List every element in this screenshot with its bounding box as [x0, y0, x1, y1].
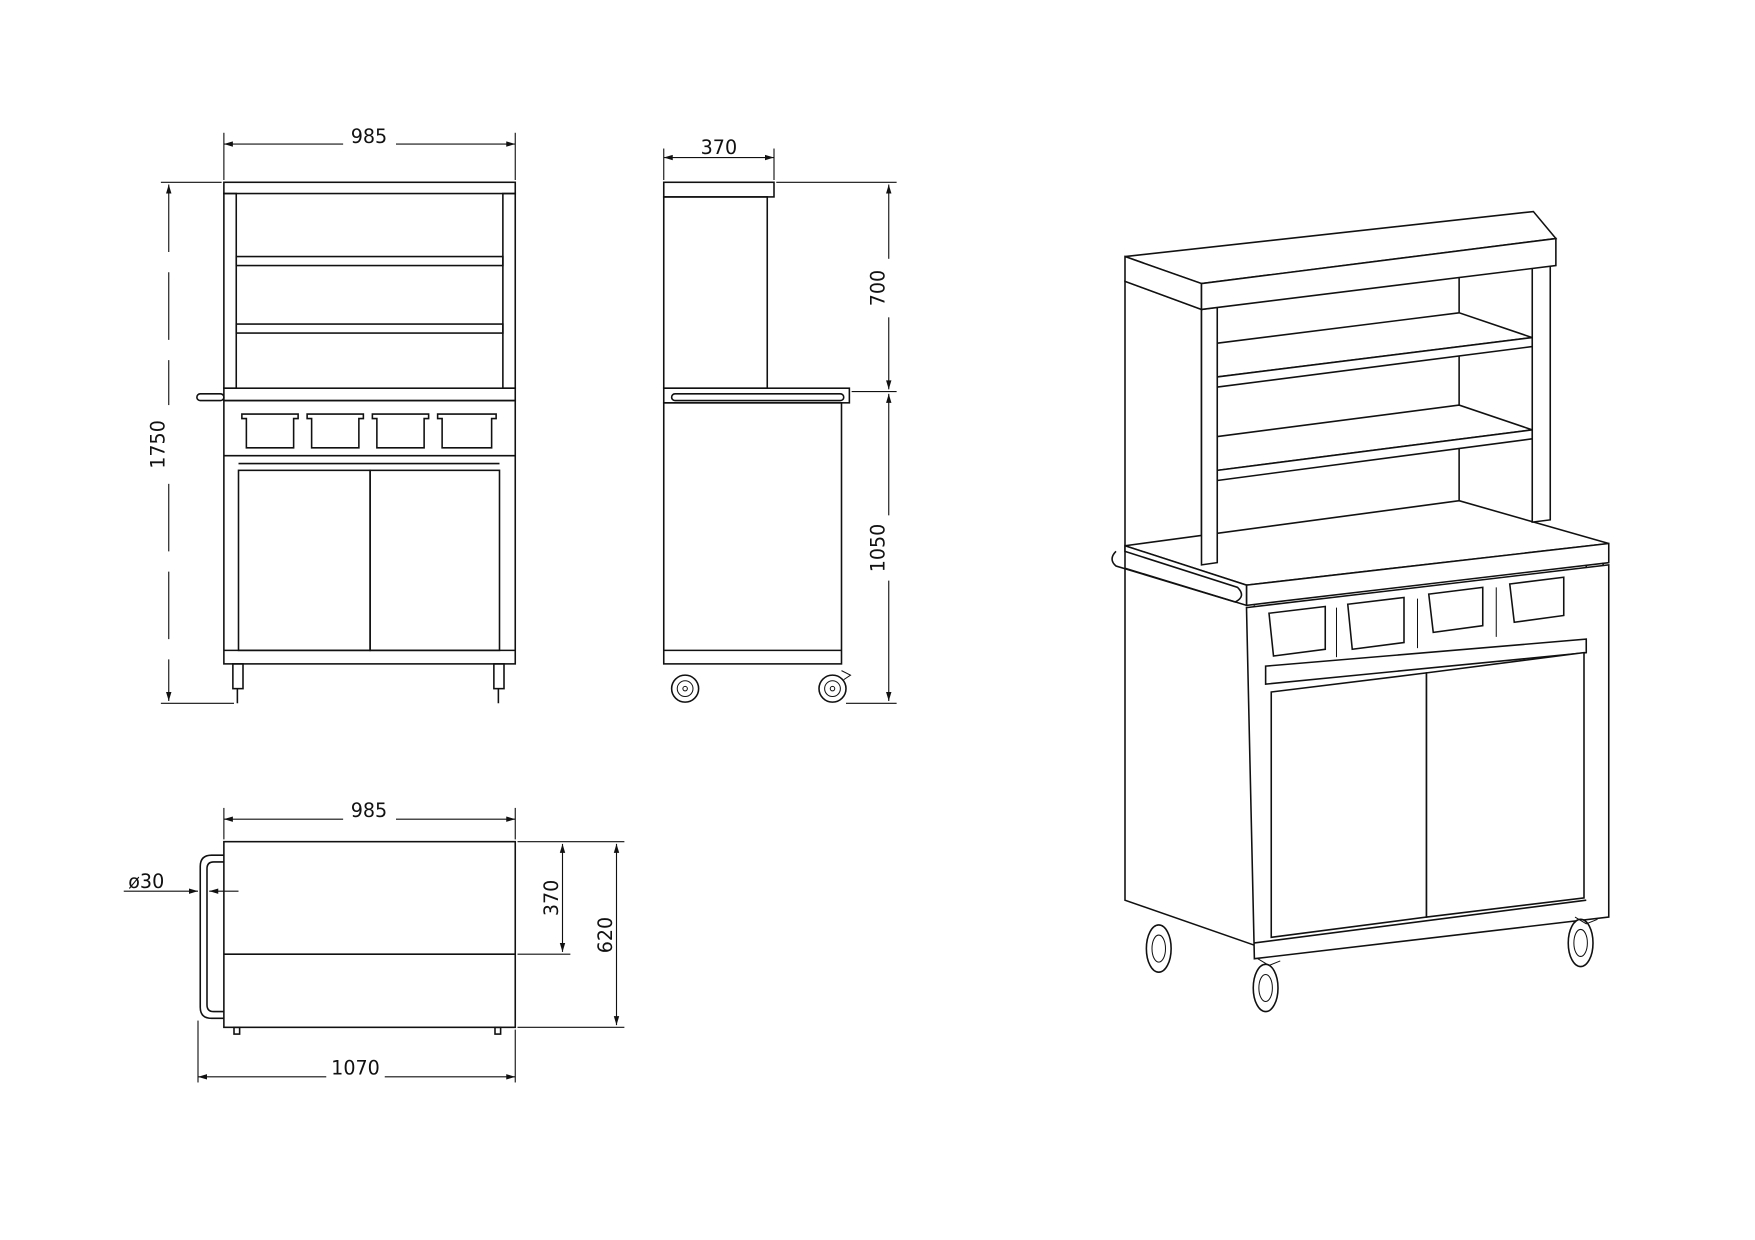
gastronorm-pans — [241, 413, 497, 449]
right-post — [502, 192, 517, 389]
right-door — [369, 469, 501, 652]
total-depth-dimension: 620 — [594, 917, 617, 953]
isometric-view — [1111, 210, 1610, 1013]
overall-width-dimension: 1070 — [331, 1057, 380, 1080]
front-wheels — [232, 663, 505, 704]
top-view: 985 370 620 1070 ø30 — [123, 799, 625, 1083]
iso-left-lower-panel — [1124, 568, 1256, 947]
front-view: 985 1750 — [146, 125, 517, 704]
lower-body — [223, 399, 517, 665]
upper-shelf — [235, 255, 504, 267]
iso-left-upper-panel — [1124, 280, 1203, 564]
side-handle — [196, 393, 225, 402]
upper-height-dimension: 700 — [866, 270, 889, 306]
iso-wheels — [1145, 916, 1598, 1013]
iso-left-door — [1270, 671, 1428, 939]
left-post — [223, 192, 238, 389]
front-width-dimension: 985 — [351, 125, 387, 148]
top-depth-dimension: 370 — [540, 880, 563, 916]
iso-right-post — [1531, 264, 1552, 523]
left-door — [237, 469, 371, 652]
side-lower-body — [662, 402, 843, 665]
side-upper-body — [662, 196, 769, 389]
iso-handle — [1111, 550, 1243, 603]
side-depth-dimension: 370 — [701, 136, 737, 159]
side-top-slab — [662, 181, 775, 198]
handle-diameter-dimension: ø30 — [128, 870, 164, 893]
top-outline — [223, 840, 517, 1029]
side-view: 370 700 1050 — [662, 136, 897, 704]
top-width-dimension: 985 — [351, 799, 387, 822]
counter-top — [223, 387, 517, 402]
iso-pans — [1268, 576, 1565, 658]
iso-left-post — [1200, 306, 1219, 566]
total-height-dimension: 1750 — [146, 420, 169, 469]
top-slab — [223, 181, 517, 195]
middle-shelf — [235, 323, 504, 334]
lower-height-dimension: 1050 — [866, 524, 889, 573]
top-handle — [199, 854, 224, 1020]
side-wheels — [670, 670, 852, 703]
iso-right-door — [1425, 651, 1585, 918]
side-handle — [670, 393, 845, 402]
